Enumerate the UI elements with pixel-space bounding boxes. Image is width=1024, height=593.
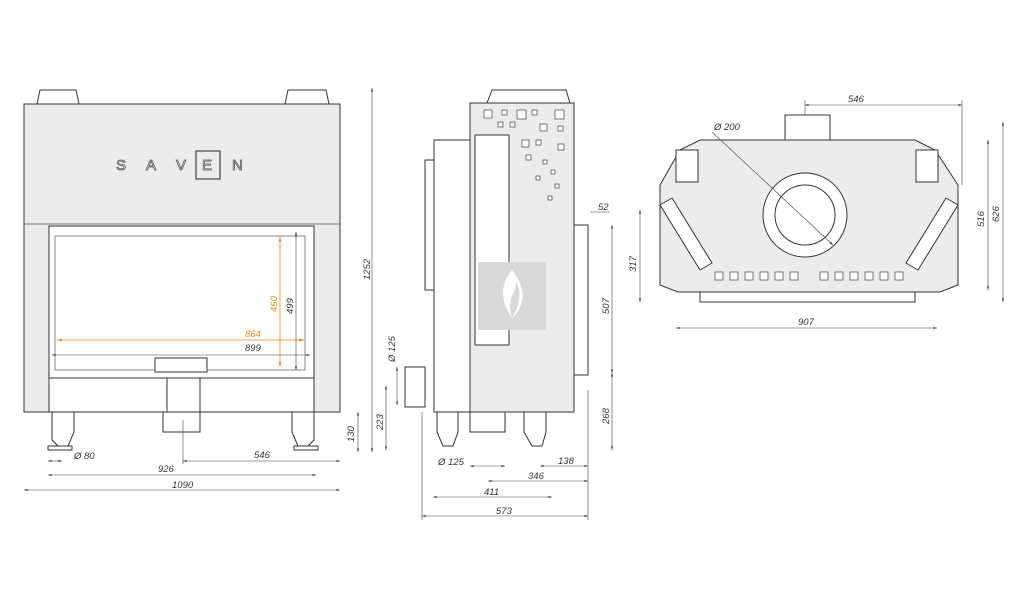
dim-411: 411: [484, 487, 499, 498]
glass-opening: [48, 225, 315, 379]
dim-268: 268: [601, 407, 612, 425]
svg-text:E: E: [202, 157, 214, 174]
top-front-lip: [699, 291, 916, 303]
vent-squares: [483, 109, 565, 201]
side-leg-rear: [523, 411, 547, 447]
top-lug-right: [284, 89, 330, 105]
dim-bottom-outlet-diameter: Ø 125: [437, 457, 465, 468]
dim-573: 573: [496, 506, 513, 517]
dim-864: 864: [245, 329, 261, 340]
side-trim: [573, 224, 589, 376]
dim-516: 516: [976, 210, 987, 227]
svg-text:S: S: [116, 157, 128, 174]
dim-138: 138: [558, 456, 575, 467]
dim-flue-diameter: Ø 200: [713, 122, 741, 133]
dim-top-546: 546: [848, 94, 865, 105]
dim-626: 626: [991, 205, 1002, 222]
dim-52: 52: [598, 202, 609, 213]
dim-leg-diameter: Ø 80: [73, 451, 95, 462]
dim-130: 130: [346, 425, 357, 442]
dim-223: 223: [375, 413, 386, 431]
side-top-lug: [486, 89, 571, 104]
side-bottom-flue: [469, 411, 506, 433]
dim-1252: 1252: [362, 258, 373, 280]
bottom-flue: [162, 411, 201, 433]
top-view: 546 Ø 200 516 626 317 907: [628, 94, 1005, 330]
leg-left: [51, 411, 75, 447]
svg-text:A: A: [146, 157, 158, 174]
dim-546: 546: [254, 450, 271, 461]
door-handle: [154, 357, 208, 373]
saven-logo: S A V E N: [116, 150, 245, 180]
svg-text:V: V: [176, 157, 188, 174]
dim-1090: 1090: [172, 480, 194, 491]
dim-460: 460: [269, 295, 280, 312]
dim-899: 899: [245, 343, 262, 354]
side-leg-front: [436, 411, 459, 447]
dim-907: 907: [798, 317, 815, 328]
dim-926: 926: [158, 464, 175, 475]
leg-right: [291, 411, 315, 447]
front-view: S A V E N 1252 130 1090 926 546 Ø 80 864…: [23, 88, 374, 492]
side-front-panel: [433, 139, 471, 413]
top-flue-opening: [774, 184, 836, 246]
side-view: 52 507 268 Ø 125 223 Ø 125 138 346 411 5…: [375, 89, 614, 520]
svg-text:N: N: [232, 157, 245, 174]
dim-side-outlet-diameter: Ø 125: [387, 335, 398, 363]
top-brace-right: [905, 197, 959, 271]
dim-346: 346: [528, 471, 545, 482]
top-brace-left: [659, 197, 713, 271]
dim-499: 499: [285, 297, 296, 314]
flame-icon: [503, 270, 523, 318]
dim-507: 507: [601, 297, 612, 314]
side-outlet: [404, 366, 426, 408]
top-lug-left: [36, 89, 80, 105]
top-flue-collar: [784, 114, 831, 141]
dim-317: 317: [628, 255, 639, 272]
